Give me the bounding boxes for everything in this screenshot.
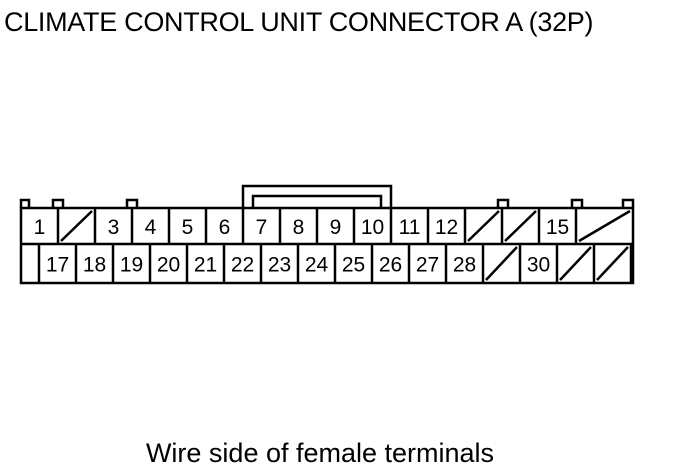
terminal-label: 1 xyxy=(34,216,46,239)
terminal-label: 19 xyxy=(120,254,143,277)
terminal-label: 28 xyxy=(453,254,476,277)
guide-key xyxy=(51,198,65,208)
guide-key xyxy=(125,198,139,208)
connector-body xyxy=(19,206,635,285)
terminal-label: 11 xyxy=(399,216,421,239)
guide-key xyxy=(570,198,584,208)
unused-terminal-slash xyxy=(485,246,518,281)
terminal-label: 4 xyxy=(145,216,157,239)
unused-terminal-slash xyxy=(467,210,500,242)
terminal-label: 12 xyxy=(435,216,458,239)
terminal-label: 5 xyxy=(182,216,194,239)
terminal-label: 17 xyxy=(46,254,69,277)
terminal-label: 9 xyxy=(330,216,342,239)
terminal-label: 27 xyxy=(416,254,439,277)
terminal-label: 10 xyxy=(361,216,384,239)
terminal-label: 18 xyxy=(83,254,106,277)
terminal-label: 6 xyxy=(219,216,231,239)
terminal-label: 30 xyxy=(527,254,550,277)
terminal-label: 23 xyxy=(268,254,291,277)
diagram-caption: Wire side of female terminals xyxy=(145,438,495,468)
diagram-title: CLIMATE CONTROL UNIT CONNECTOR A (32P) xyxy=(4,7,594,37)
terminal-label: 21 xyxy=(194,254,217,277)
terminal-label: 7 xyxy=(256,216,268,239)
locking-tab-inner xyxy=(251,194,383,208)
terminal-label: 3 xyxy=(108,216,120,239)
unused-terminal-slash xyxy=(504,210,537,242)
terminal-label: 15 xyxy=(546,216,569,239)
terminal-label: 26 xyxy=(379,254,402,277)
guide-key xyxy=(496,198,510,208)
unused-terminal-slash xyxy=(60,210,93,242)
terminal-label: 20 xyxy=(157,254,180,277)
guide-key xyxy=(19,198,31,208)
guide-key xyxy=(621,198,635,208)
unused-terminal-slash xyxy=(578,209,631,243)
terminal-label: 8 xyxy=(293,216,305,239)
locking-tab xyxy=(241,184,393,208)
unused-terminal-slash xyxy=(596,246,629,281)
terminal-label: 24 xyxy=(305,254,329,277)
terminal-label: 22 xyxy=(231,254,254,277)
connector-housing xyxy=(19,184,635,285)
unused-terminal-slash xyxy=(559,246,592,281)
terminal-label: 25 xyxy=(342,254,365,277)
